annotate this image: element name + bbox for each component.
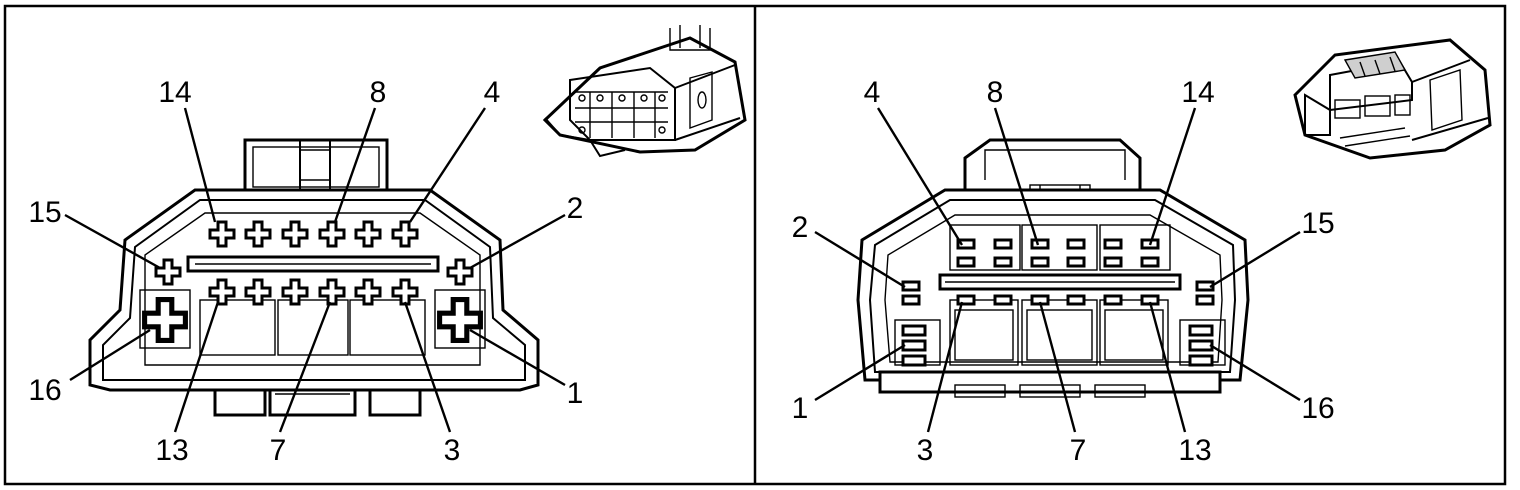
left-pin-label-13: 13 xyxy=(155,434,188,467)
left-terminal-cavities xyxy=(142,220,483,343)
right-pin-label-15: 15 xyxy=(1301,207,1334,240)
right-terminal-cavities xyxy=(901,238,1215,367)
right-pin-label-8: 8 xyxy=(987,76,1004,109)
right-pin-labels: 4 8 14 2 15 1 16 3 7 13 xyxy=(792,76,1335,467)
left-pin-label-7: 7 xyxy=(270,434,287,467)
right-connector-isometric-view xyxy=(1293,38,1492,160)
left-pin-label-3: 3 xyxy=(444,434,461,467)
right-pin-label-1: 1 xyxy=(792,392,809,425)
right-pin-label-2: 2 xyxy=(792,211,809,244)
left-connector xyxy=(88,138,540,417)
left-pin-label-2: 2 xyxy=(567,192,584,225)
right-leader-lines xyxy=(814,107,1301,433)
left-pin-label-16: 16 xyxy=(28,374,61,407)
left-pin-label-4: 4 xyxy=(484,76,501,109)
left-pin-label-8: 8 xyxy=(370,76,387,109)
right-pin-label-16: 16 xyxy=(1301,392,1334,425)
right-pin-label-4: 4 xyxy=(864,76,881,109)
left-pin-label-15: 15 xyxy=(28,196,61,229)
right-pin-label-13: 13 xyxy=(1178,434,1211,467)
left-leader-lines xyxy=(64,107,566,433)
left-pin-label-1: 1 xyxy=(567,377,584,410)
right-pin-label-7: 7 xyxy=(1070,434,1087,467)
left-pin-labels: 14 8 4 15 2 16 1 13 7 3 xyxy=(28,76,583,467)
right-pin-label-14: 14 xyxy=(1181,76,1214,109)
right-pin-label-3: 3 xyxy=(917,434,934,467)
left-pin-label-14: 14 xyxy=(158,76,191,109)
left-connector-isometric-view xyxy=(542,25,747,158)
